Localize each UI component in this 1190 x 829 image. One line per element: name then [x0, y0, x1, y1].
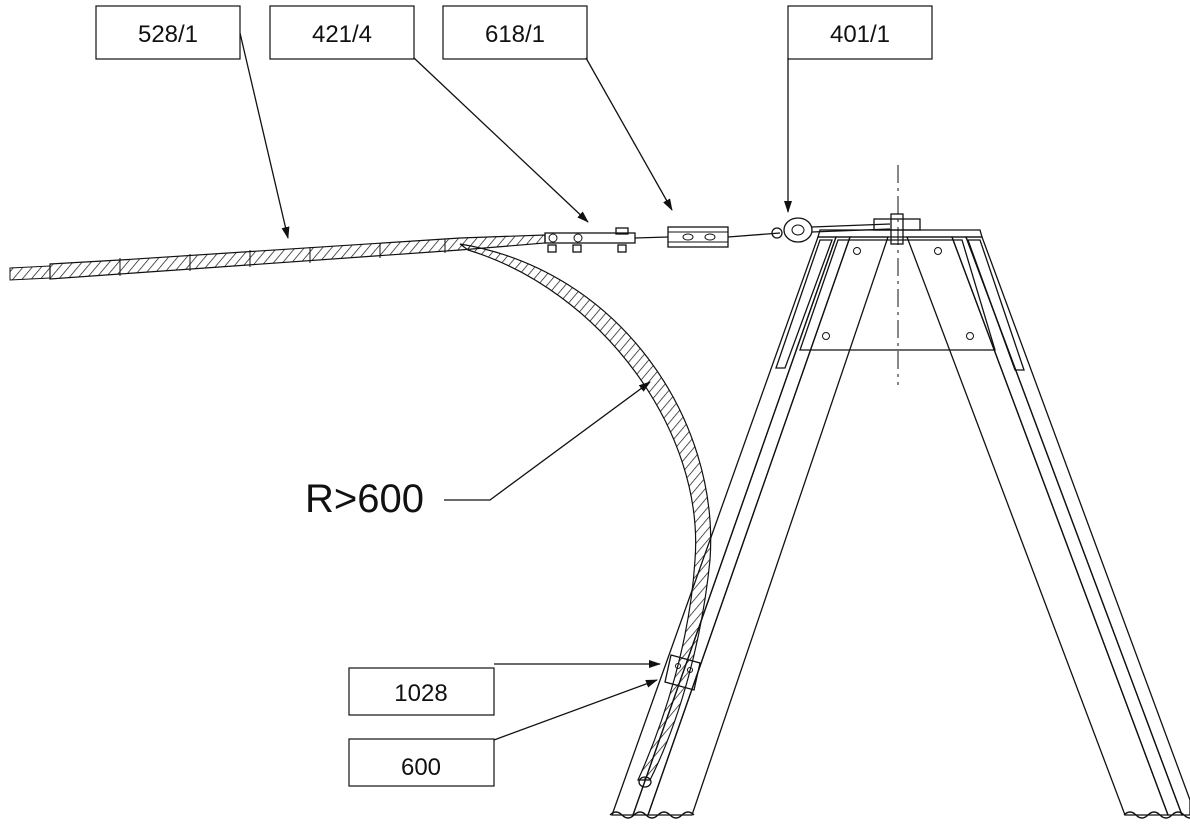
- label-1028: 1028: [394, 680, 447, 707]
- label-box-528: [95, 5, 241, 60]
- label-box-401: [787, 5, 933, 60]
- radius-label: R>600: [305, 477, 424, 521]
- label-box-1028: [348, 667, 495, 716]
- label-600: 600: [401, 754, 441, 781]
- bolt-hole: [853, 247, 861, 255]
- a-frame-tower: [609, 165, 1190, 819]
- bolt-hole: [966, 332, 974, 340]
- label-box-600: [348, 738, 495, 787]
- callouts: 528/1 421/4 618/1 401/1 R>600 1028 600: [95, 5, 933, 787]
- cable-assembly: [9, 217, 891, 788]
- label-528: 528/1: [138, 21, 198, 48]
- label-401: 401/1: [830, 21, 890, 48]
- label-box-618: [442, 5, 588, 60]
- label-box-421: [269, 5, 415, 60]
- bolt-hole: [934, 247, 942, 255]
- label-618: 618/1: [485, 21, 545, 48]
- bolt-hole: [822, 332, 830, 340]
- label-421: 421/4: [312, 21, 372, 48]
